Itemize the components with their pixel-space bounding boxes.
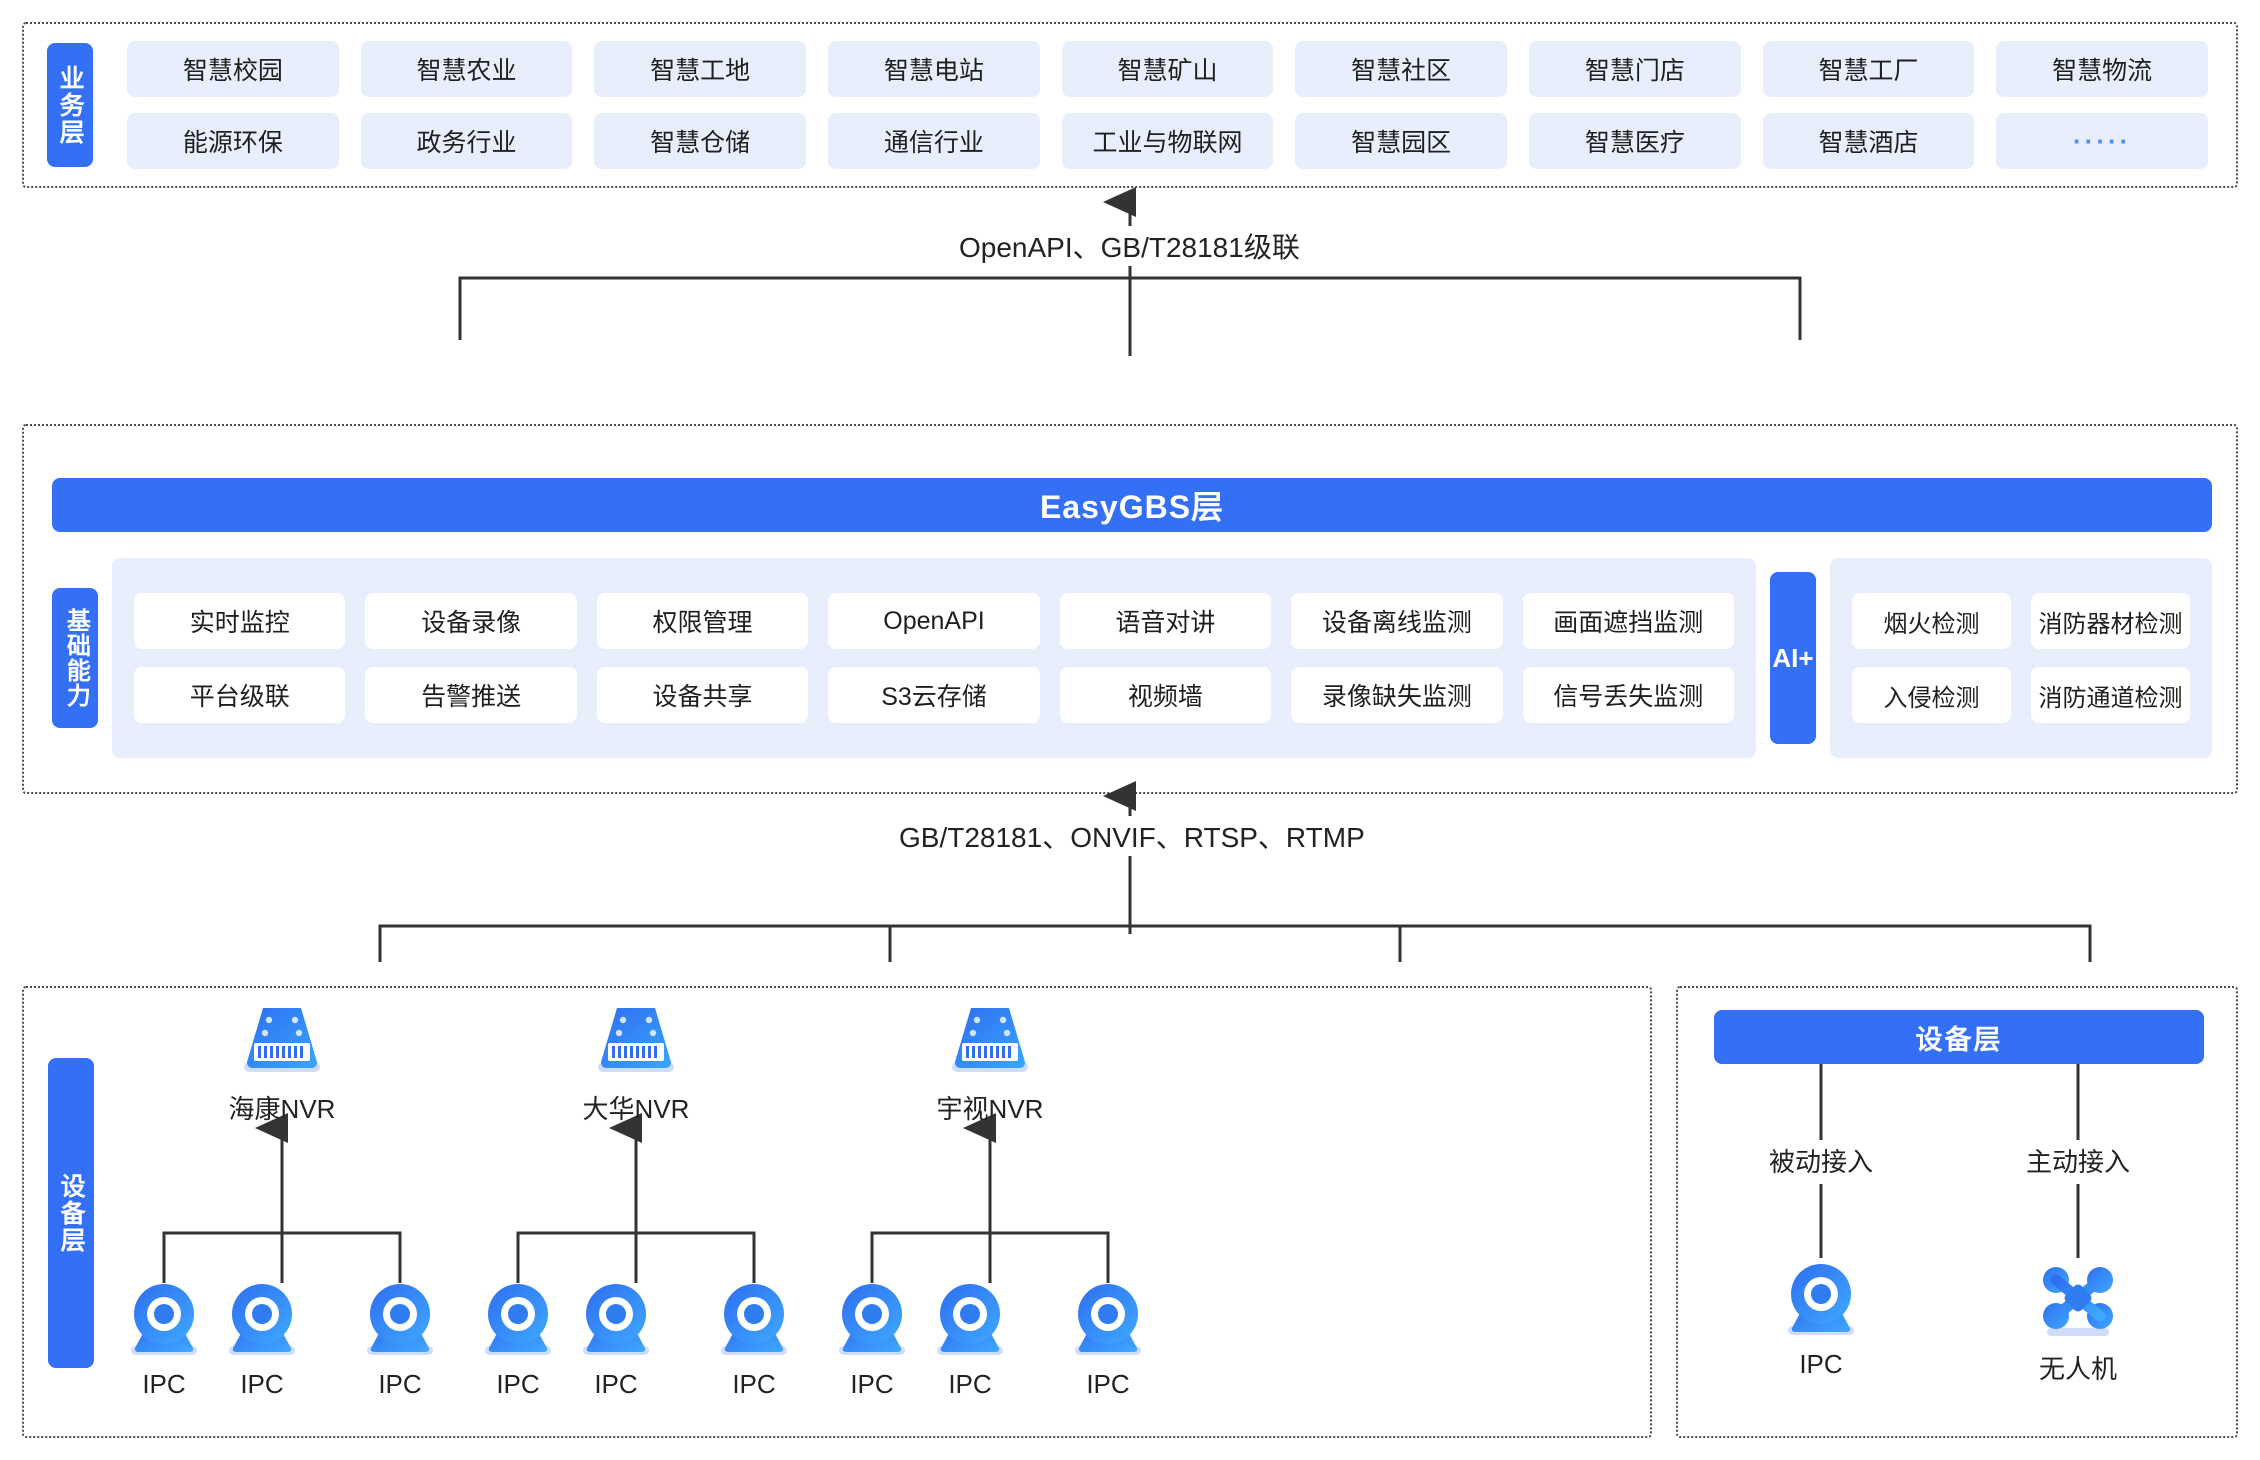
ipc-camera-icon	[1788, 1264, 1854, 1335]
nvr-icon	[952, 1008, 1028, 1072]
capability-row: 基础能力 实时监控 设备录像 权限管理 OpenAPI 语音对讲 设备离线监测 …	[52, 558, 2212, 758]
business-chip[interactable]: 智慧门店	[1529, 41, 1741, 97]
capability-chip[interactable]: 画面遮挡监测	[1522, 593, 1734, 649]
device-layer-left-container: 设备层	[22, 986, 1652, 1438]
ai-chip[interactable]: 入侵检测	[1852, 667, 2011, 723]
business-layer-container: 业务层 智慧校园 智慧农业 智慧工地 智慧电站 智慧矿山 智慧社区 智慧门店 智…	[22, 22, 2238, 188]
nvr-icon	[244, 1008, 320, 1072]
ipc-label: IPC	[732, 1369, 776, 1399]
easygbs-title-bar: EasyGBS层	[52, 478, 2212, 532]
business-chip[interactable]: 政务行业	[360, 113, 573, 169]
capability-grid: 实时监控 设备录像 权限管理 OpenAPI 语音对讲 设备离线监测 画面遮挡监…	[112, 558, 1756, 758]
capability-chip[interactable]: 设备录像	[365, 593, 577, 649]
business-scenario-grid: 智慧校园 智慧农业 智慧工地 智慧电站 智慧矿山 智慧社区 智慧门店 智慧工厂 …	[93, 41, 2236, 169]
business-layer-tag: 业务层	[47, 43, 93, 167]
capability-chip[interactable]: OpenAPI	[828, 593, 1040, 649]
ai-plus-tag: AI+	[1770, 572, 1816, 744]
ipc-label: IPC	[496, 1369, 540, 1399]
capability-chip[interactable]: 权限管理	[596, 593, 809, 649]
ipc-node[interactable]: IPC	[699, 1278, 809, 1400]
ipc-camera-icon	[583, 1284, 649, 1355]
business-chip-more[interactable]: ·····	[1996, 113, 2208, 169]
capability-chip[interactable]: 视频墙	[1059, 667, 1272, 723]
access-label-active: 主动接入	[2013, 1140, 2143, 1181]
connector-top-label: OpenAPI、GB/T28181级联	[945, 226, 1314, 266]
capability-chip[interactable]: S3云存储	[828, 667, 1040, 723]
ipc-camera-icon	[367, 1284, 433, 1355]
ai-chip[interactable]: 烟火检测	[1852, 593, 2011, 649]
drone-label: 无人机	[2038, 1354, 2117, 1384]
ipc-camera-icon	[937, 1284, 1003, 1355]
business-chip[interactable]: 智慧校园	[127, 41, 339, 97]
nvr-label: 海康NVR	[228, 1094, 336, 1124]
business-chip[interactable]: 智慧社区	[1295, 41, 1507, 97]
ipc-node[interactable]: IPC	[109, 1278, 219, 1400]
ipc-camera-icon	[485, 1284, 551, 1355]
connector-top-lines	[458, 187, 1802, 356]
business-chip[interactable]: 智慧农业	[360, 41, 573, 97]
business-chip[interactable]: 智慧医疗	[1529, 113, 1741, 169]
capability-chip[interactable]: 语音对讲	[1059, 593, 1272, 649]
capability-chip[interactable]: 设备离线监测	[1291, 593, 1503, 649]
capability-chip[interactable]: 实时监控	[134, 593, 346, 649]
ipc-camera-icon	[131, 1284, 197, 1355]
nvr-node[interactable]: 大华NVR	[581, 1000, 691, 1126]
ipc-label: IPC	[594, 1369, 638, 1399]
drone-icon	[2043, 1267, 2113, 1336]
ipc-node[interactable]: IPC	[1053, 1278, 1163, 1400]
connector-device-to-easygbs: GB/T28181、ONVIF、RTSP、RTMP	[0, 781, 2260, 994]
capability-chip[interactable]: 信号丢失监测	[1522, 667, 1734, 723]
ipc-label: IPC	[378, 1369, 422, 1399]
business-chip[interactable]: 工业与物联网	[1061, 113, 1274, 169]
capability-chip[interactable]: 告警推送	[365, 667, 577, 723]
ai-chip[interactable]: 消防器材检测	[2031, 593, 2190, 649]
ipc-label: IPC	[850, 1369, 894, 1399]
ipc-node[interactable]: IPC	[463, 1278, 573, 1400]
nvr-node[interactable]: 宇视NVR	[935, 1000, 1045, 1126]
connector-business-to-easygbs: OpenAPI、GB/T28181级联	[0, 187, 2260, 418]
nvr-label: 大华NVR	[582, 1094, 690, 1124]
business-chip[interactable]: 智慧电站	[828, 41, 1040, 97]
business-chip[interactable]: 智慧园区	[1295, 113, 1507, 169]
ipc-camera-icon	[839, 1284, 905, 1355]
business-chip[interactable]: 智慧矿山	[1061, 41, 1274, 97]
business-chip[interactable]: 智慧工地	[594, 41, 806, 97]
drone-node[interactable]: 无人机	[2023, 1258, 2133, 1386]
capability-chip[interactable]: 设备共享	[596, 667, 809, 723]
business-chip[interactable]: 智慧酒店	[1762, 113, 1975, 169]
business-chip[interactable]: 通信行业	[828, 113, 1040, 169]
ipc-label: IPC	[948, 1369, 992, 1399]
capability-chip[interactable]: 录像缺失监测	[1291, 667, 1503, 723]
capability-layer-tag: 基础能力	[52, 588, 98, 728]
device-layer-tag: 设备层	[48, 1058, 94, 1368]
ipc-node[interactable]: IPC	[561, 1278, 671, 1400]
ipc-node[interactable]: IPC	[1766, 1258, 1876, 1380]
connector-mid-label: GB/T28181、ONVIF、RTSP、RTMP	[885, 816, 1379, 856]
access-label-passive: 被动接入	[1756, 1140, 1886, 1181]
business-chip[interactable]: 能源环保	[127, 113, 339, 169]
ipc-node[interactable]: IPC	[817, 1278, 927, 1400]
ipc-node[interactable]: IPC	[207, 1278, 317, 1400]
ipc-node[interactable]: IPC	[345, 1278, 455, 1400]
ipc-node[interactable]: IPC	[915, 1278, 1025, 1400]
easygbs-layer-container: EasyGBS层 基础能力 实时监控 设备录像 权限管理 OpenAPI 语音对…	[22, 424, 2238, 794]
device-layer-right-container: 设备层 被动接入 主动接入 IPC 无人机	[1676, 986, 2238, 1438]
nvr-icon	[598, 1008, 674, 1072]
ai-capability-grid: 烟火检测 消防器材检测 入侵检测 消防通道检测	[1830, 558, 2212, 758]
ipc-label: IPC	[240, 1369, 284, 1399]
business-chip[interactable]: 智慧物流	[1996, 41, 2208, 97]
nvr-label: 宇视NVR	[936, 1094, 1044, 1124]
business-chip[interactable]: 智慧工厂	[1762, 41, 1975, 97]
ipc-camera-icon	[1075, 1284, 1141, 1355]
device-layer-title-bar: 设备层	[1714, 1010, 2204, 1064]
ipc-camera-icon	[721, 1284, 787, 1355]
ipc-camera-icon	[229, 1284, 295, 1355]
ipc-label: IPC	[142, 1369, 186, 1399]
capability-chip[interactable]: 平台级联	[134, 667, 346, 723]
ipc-label: IPC	[1799, 1349, 1843, 1379]
business-chip[interactable]: 智慧仓储	[594, 113, 806, 169]
nvr-node[interactable]: 海康NVR	[227, 1000, 337, 1126]
ai-chip[interactable]: 消防通道检测	[2031, 667, 2190, 723]
ipc-label: IPC	[1086, 1369, 1130, 1399]
